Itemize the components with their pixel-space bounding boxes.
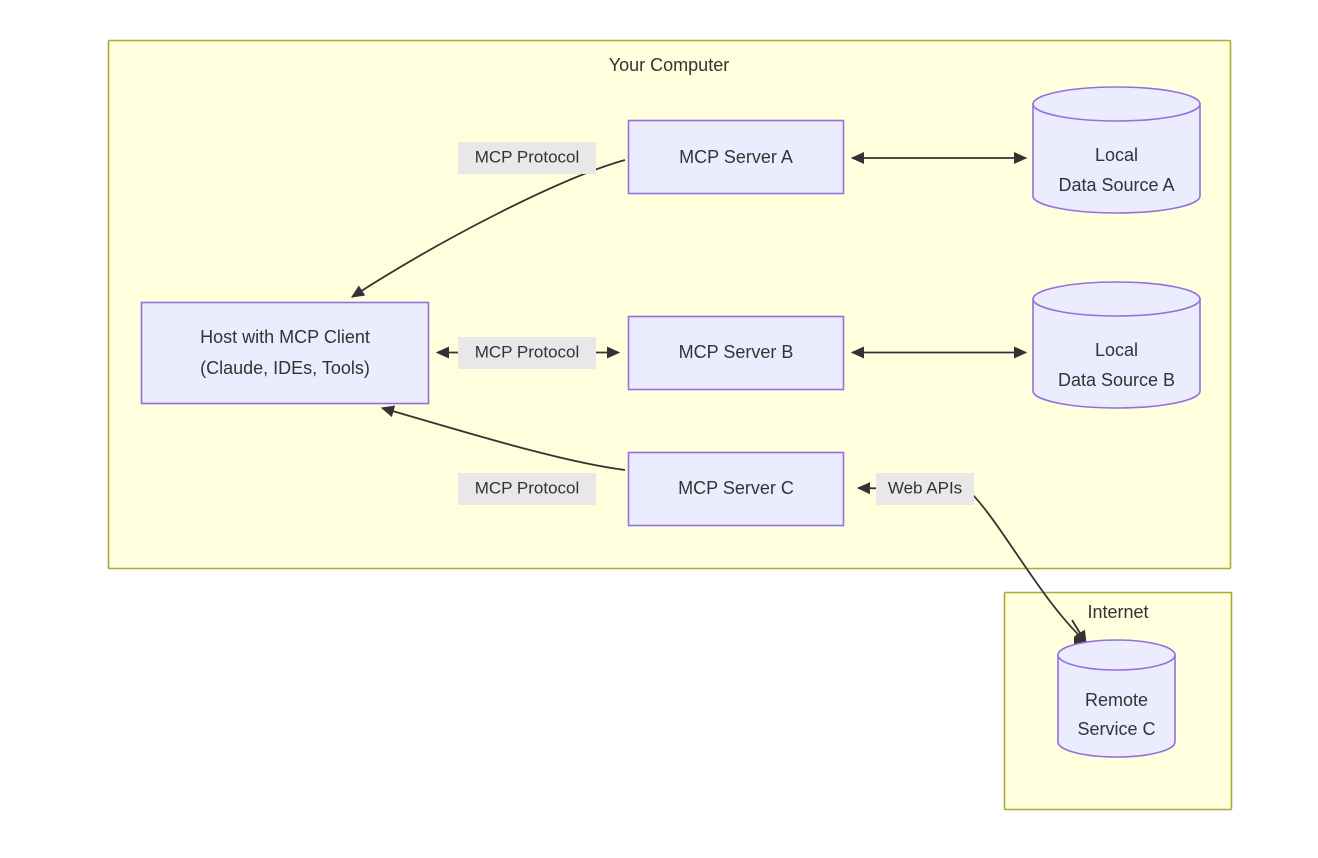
node-host-label-line1: Host with MCP Client (200, 327, 370, 347)
edge-host-server-c-path (380, 405, 626, 471)
cluster-your-computer: Your Computer (107, 39, 1232, 570)
edge-label-server-c-remote-text: Web APIs (888, 478, 962, 497)
node-data-source-b-body[interactable] (1032, 298, 1201, 409)
edge-label-host-server-a-bg (458, 142, 596, 174)
edge-label-host-server-b-text: MCP Protocol (475, 342, 580, 361)
node-server-a[interactable]: MCP Server A (627, 119, 845, 195)
node-data-source-a-label-line2: Data Source A (1058, 175, 1174, 195)
node-server-b[interactable]: MCP Server B (627, 315, 845, 391)
node-data-source-a-top (1032, 86, 1201, 122)
edge-label-server-c-remote-bg (876, 473, 974, 505)
node-server-a-box[interactable] (627, 119, 845, 195)
edge-label-host-server-a: MCP Protocol (458, 142, 596, 174)
cluster-your-computer-box (107, 39, 1232, 570)
remote-service-arrowhead (1071, 619, 1087, 645)
node-host[interactable]: Host with MCP Client (Claude, IDEs, Tool… (140, 301, 430, 405)
node-server-a-label: MCP Server A (679, 147, 793, 167)
edge-host-server-a-path (350, 159, 626, 298)
node-remote-service-c[interactable]: Remote Service C (1057, 639, 1176, 758)
node-server-b-label: MCP Server B (679, 342, 794, 362)
node-server-c-box[interactable] (627, 451, 845, 527)
node-data-source-a-label-line1: Local (1095, 145, 1138, 165)
edge-label-host-server-c: MCP Protocol (458, 473, 596, 505)
node-data-source-b-label-line1: Local (1095, 340, 1138, 360)
node-server-b-box[interactable] (627, 315, 845, 391)
node-server-c-label: MCP Server C (678, 478, 794, 498)
edge-label-host-server-b-bg (458, 337, 596, 369)
node-data-source-a[interactable]: Local Data Source A (1032, 86, 1201, 214)
node-host-label-line2: (Claude, IDEs, Tools) (200, 358, 370, 378)
node-host-box[interactable] (140, 301, 430, 405)
edge-label-host-server-b: MCP Protocol (458, 337, 596, 369)
node-remote-service-c-label-line2: Service C (1077, 719, 1155, 739)
node-server-c[interactable]: MCP Server C (627, 451, 845, 527)
node-data-source-b-top (1032, 281, 1201, 317)
edge-host-server-c (380, 405, 626, 471)
edge-label-host-server-c-bg (458, 473, 596, 505)
node-remote-service-c-top (1057, 639, 1176, 671)
cluster-internet-label: Internet (1087, 602, 1148, 622)
node-remote-service-c-body[interactable] (1057, 654, 1176, 758)
edge-label-server-c-remote: Web APIs (876, 473, 974, 505)
node-data-source-b[interactable]: Local Data Source B (1032, 281, 1201, 409)
node-data-source-b-label-line2: Data Source B (1058, 370, 1175, 390)
edge-label-host-server-a-text: MCP Protocol (475, 147, 580, 166)
edge-server-c-remote-path-upper (967, 489, 1087, 643)
node-data-source-a-body[interactable] (1032, 103, 1201, 214)
edge-remote-arrowhead-group (1071, 619, 1087, 645)
node-remote-service-c-label-line1: Remote (1085, 690, 1148, 710)
edge-label-host-server-c-text: MCP Protocol (475, 478, 580, 497)
cluster-your-computer-label: Your Computer (609, 55, 729, 75)
edge-host-server-a (350, 159, 626, 298)
